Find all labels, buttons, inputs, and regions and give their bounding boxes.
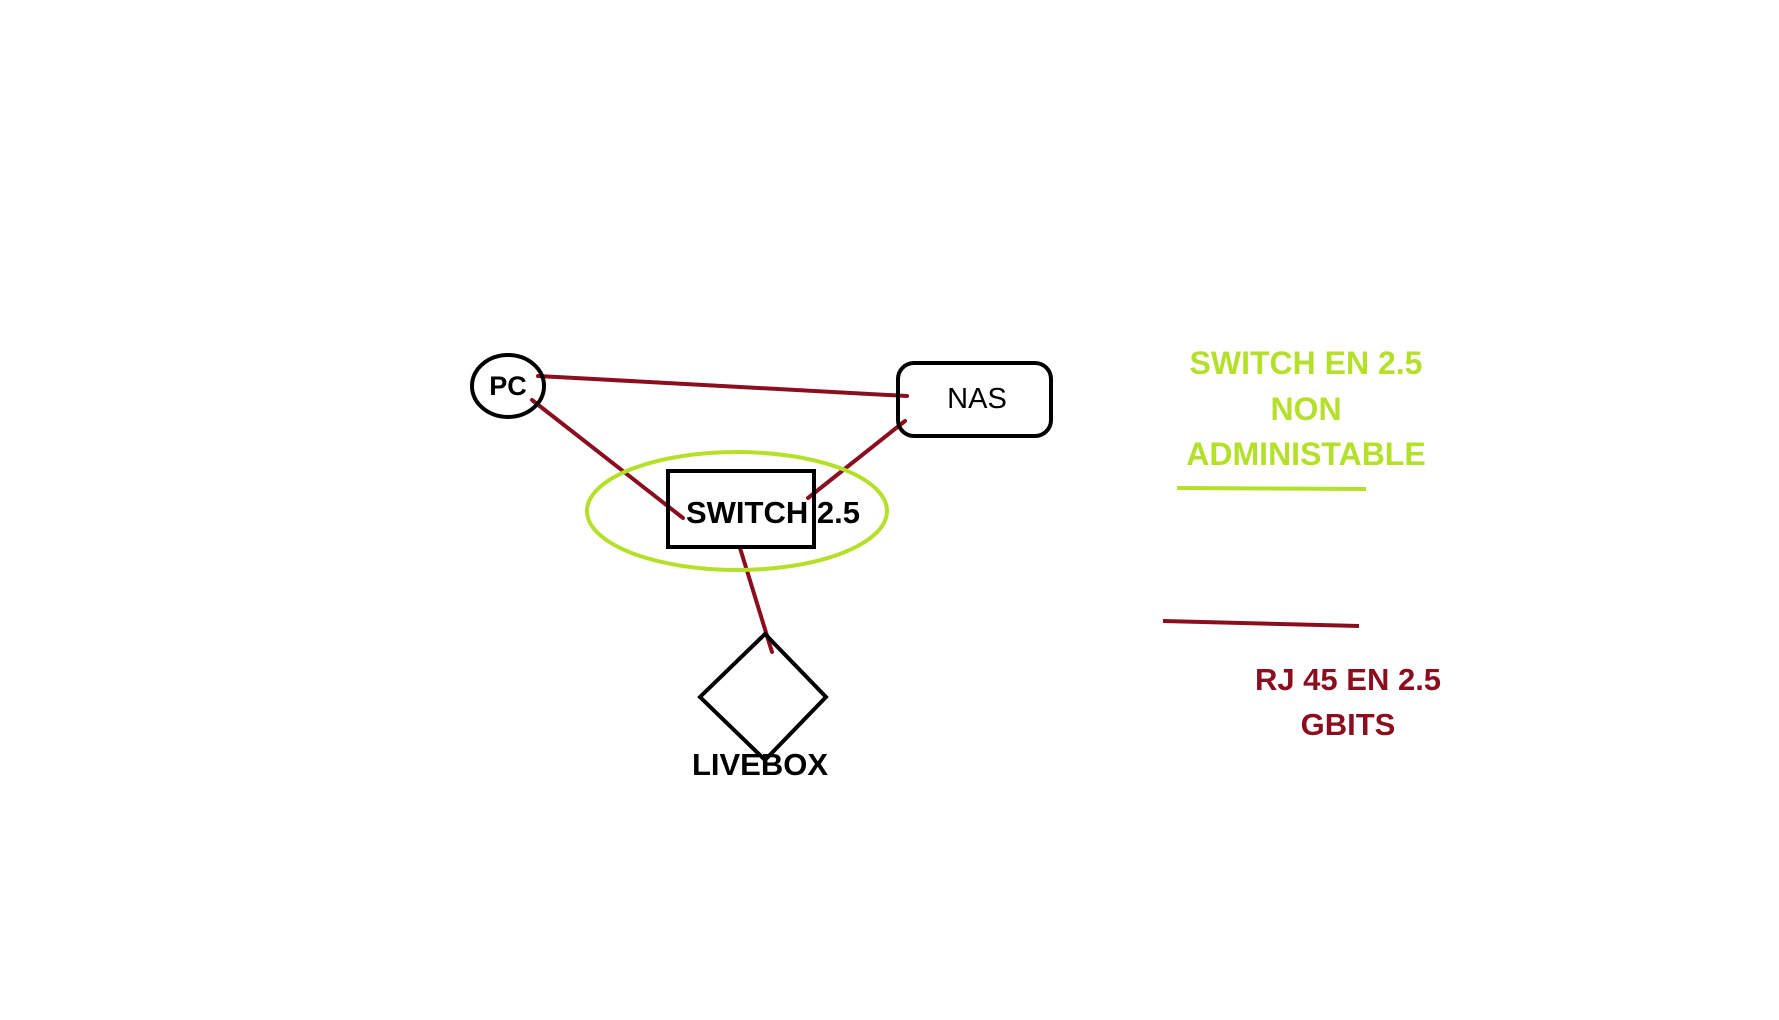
link-pc-switch — [530, 398, 685, 520]
switch-node: SWITCH 2.5 — [585, 450, 889, 572]
nas-box — [896, 361, 1053, 438]
pc-circle — [470, 353, 546, 419]
switch-box — [666, 469, 816, 549]
legend-switch-line3: ADMINISTABLE — [1186, 436, 1425, 472]
switch-highlight-ellipse — [585, 450, 889, 572]
pc-node: PC — [470, 353, 546, 419]
nas-node: NAS — [896, 361, 1053, 438]
pc-label: PC — [489, 371, 527, 401]
legend-switch-line2: NON — [1270, 391, 1341, 427]
link-pc-nas — [536, 374, 909, 398]
legend-cable-line2: GBITS — [1301, 707, 1396, 742]
link-nas-switch — [806, 419, 907, 500]
legend-cable-line1: RJ 45 EN 2.5 — [1255, 662, 1441, 697]
livebox-label: LIVEBOX — [692, 747, 828, 782]
livebox-diamond — [697, 631, 829, 763]
legend-switch-line1: SWITCH EN 2.5 — [1190, 345, 1423, 381]
legend-cable-sample-line — [1162, 619, 1360, 628]
legend-switch-underline — [1176, 486, 1367, 491]
legend-switch: SWITCH EN 2.5 NON ADMINISTABLE — [1176, 345, 1426, 491]
livebox-node: LIVEBOX — [692, 631, 829, 782]
nas-label: NAS — [947, 383, 1007, 415]
switch-label: SWITCH 2.5 — [686, 495, 860, 530]
legend-cable: RJ 45 EN 2.5 GBITS — [1162, 619, 1441, 742]
